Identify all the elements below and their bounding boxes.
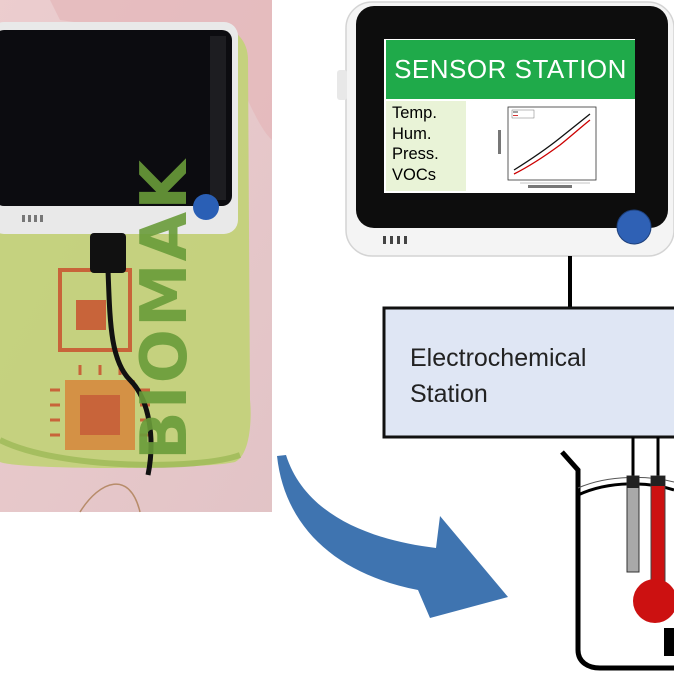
station-label-line1: Electrochemical [410,344,587,372]
device-photo [0,0,272,513]
screen-title-bar [386,40,635,99]
photo-button [193,194,219,220]
device-button[interactable] [616,209,652,245]
chip-icon [50,268,150,450]
curved-arrow [277,455,508,618]
reference-electrode [626,475,640,573]
working-electrode [650,475,666,589]
measurement-pressure: Press. [392,145,439,163]
mini-response-chart [498,106,597,188]
measurement-panel [386,101,466,191]
measurement-list: Temp. Hum. Press. VOCs [390,103,452,185]
measurement-humidity: Hum. [392,124,432,143]
sensor-device [337,1,674,257]
beaker [560,450,674,671]
electrode-bulb [633,579,674,623]
brand-text: BIOMAK [128,158,202,460]
electrochemical-station-box [382,306,674,439]
measurement-temp: Temp. [392,104,437,122]
measurement-vocs: VOCs [392,165,437,184]
station-label-line2: Station [410,380,488,408]
station-label: Electrochemical Station [410,340,650,412]
usb-cable [105,269,154,476]
photo-device-screen [0,30,232,206]
electrode-leads [631,437,660,476]
screen-title: SENSOR STATION [394,54,627,84]
